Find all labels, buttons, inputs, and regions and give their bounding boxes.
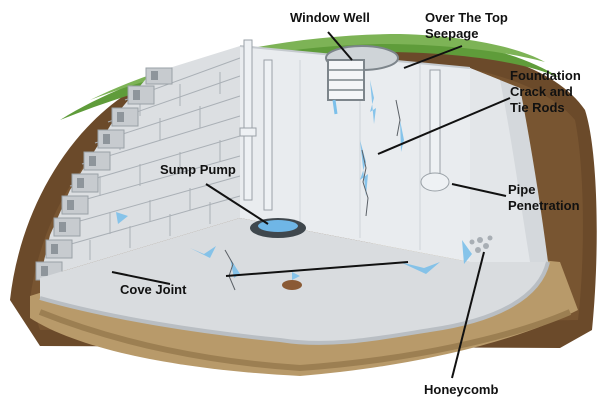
label-over-the-top-seepage: Over The Top Seepage — [425, 10, 508, 41]
back-wall — [240, 46, 470, 262]
honeycomb-spot — [469, 235, 493, 253]
floor-drain — [282, 280, 302, 290]
cracks — [224, 99, 401, 291]
label-sump-pump: Sump Pump — [160, 162, 236, 177]
label-honeycomb: Honeycomb — [424, 382, 499, 397]
leader-seepage — [403, 45, 463, 69]
label-pipe-penetration: Pipe Penetration — [508, 182, 580, 213]
leader-honeycomb — [451, 251, 485, 379]
leader-window-well — [327, 31, 353, 61]
leader-sump — [205, 183, 269, 225]
label-cove-joint: Cove Joint — [120, 282, 187, 297]
sump-pit — [250, 218, 306, 238]
leader-cove-2 — [225, 261, 409, 277]
water-seepage — [116, 80, 472, 280]
leader-crack — [377, 97, 511, 155]
block-wall-left — [35, 46, 241, 281]
label-foundation-crack: Foundation Crack and Tie Rods — [510, 68, 581, 115]
label-window-well: Window Well — [290, 10, 370, 25]
leader-cove-1 — [111, 271, 171, 285]
sump-discharge-pipe — [239, 39, 273, 211]
leader-pipe — [451, 183, 507, 197]
leader-lines — [111, 31, 511, 379]
